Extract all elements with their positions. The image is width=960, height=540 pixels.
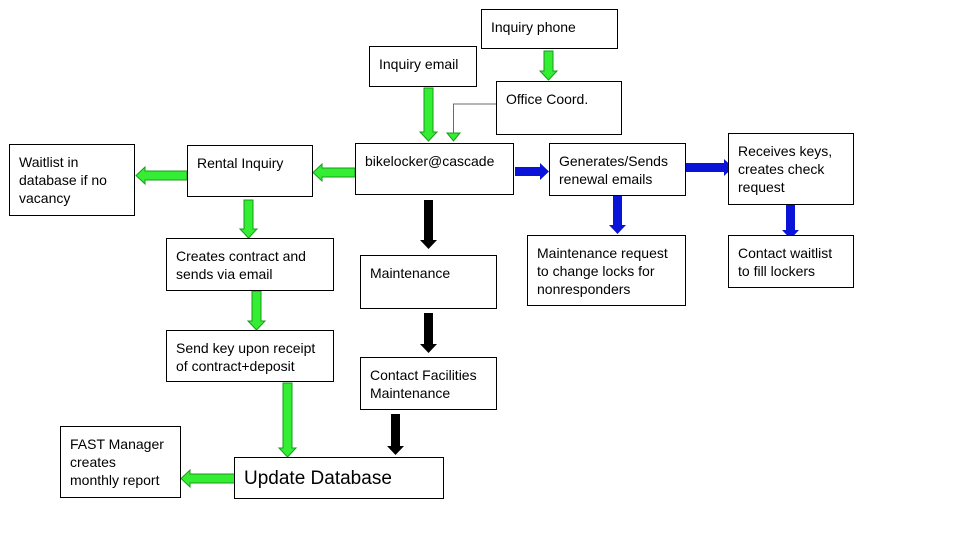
update-database-box: Update Database [234, 457, 444, 499]
arrow-bikelocker-to-rental [312, 162, 356, 183]
maintenance-box: Maintenance [360, 255, 497, 309]
arrow-office-to-bikelocker [445, 132, 462, 142]
arrow-contract-to-sendkey [246, 290, 267, 331]
arrow-generates-to-receives [681, 159, 733, 176]
creates-contract-box: Creates contract and sends via email [166, 238, 334, 291]
arrow-sendkey-to-update [277, 382, 298, 458]
arrow-generates-to-mainreq [609, 196, 626, 234]
contact-facilities-box: Contact Facilities Maintenance [360, 357, 497, 410]
arrow-bikelocker-to-generates [515, 163, 549, 180]
office-coord-box: Office Coord. [496, 81, 622, 135]
rental-inquiry-box: Rental Inquiry [187, 145, 313, 197]
arrow-bikelocker-to-maintenance [420, 200, 437, 249]
inquiry-email-box: Inquiry email [369, 46, 477, 87]
waitlist-box: Waitlist in database if no vacancy [9, 144, 135, 216]
arrow-rental-to-waitlist [135, 165, 188, 186]
arrow-receives-to-waitlist [782, 200, 799, 239]
line-office-to-bikelocker [453, 103, 496, 133]
maintenance-request-box: Maintenance request to change locks for … [527, 235, 686, 306]
bikelocker-box: bikelocker@cascade [355, 143, 514, 195]
send-key-box: Send key upon receipt of contract+deposi… [166, 330, 334, 382]
arrow-maintenance-to-facilities [420, 313, 437, 353]
arrow-phone-to-office [538, 50, 559, 81]
inquiry-phone-box: Inquiry phone [481, 9, 618, 49]
arrow-rental-to-contract [238, 199, 259, 239]
arrow-facilities-to-update [387, 414, 404, 455]
contact-waitlist-box: Contact waitlist to fill lockers [728, 235, 854, 288]
arrow-update-to-fast [180, 468, 236, 489]
fast-manager-box: FAST Manager creates monthly report [60, 426, 181, 498]
generates-sends-box: Generates/Sends renewal emails [549, 143, 686, 196]
arrow-email-to-bikelocker [418, 87, 439, 142]
receives-keys-box: Receives keys, creates check request [728, 133, 854, 205]
